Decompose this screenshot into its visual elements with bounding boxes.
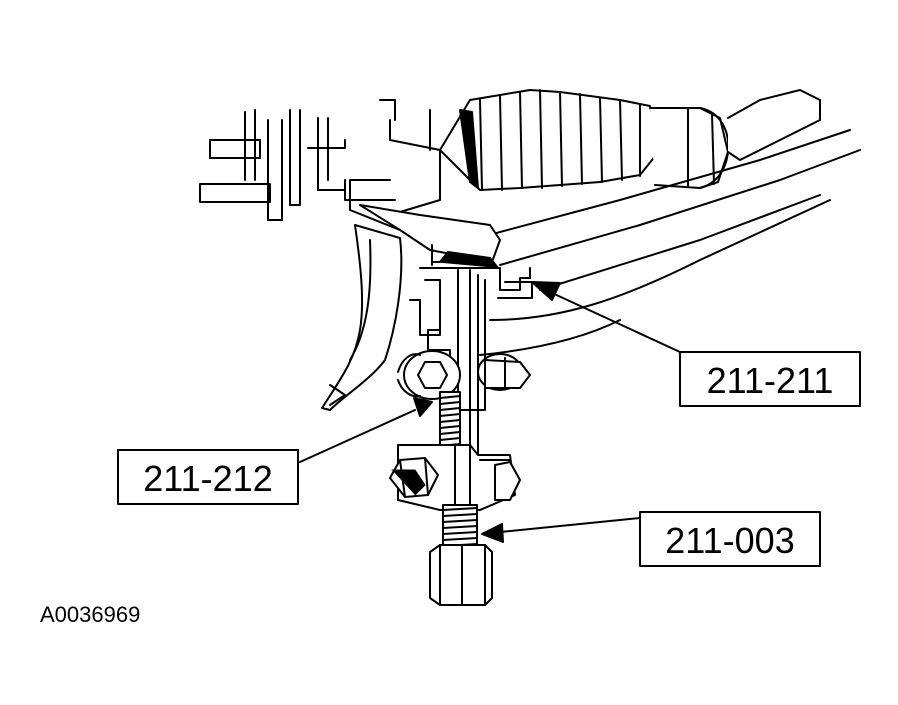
callout-label-211-003: 211-003 <box>665 520 794 561</box>
callout-box-211-003 <box>639 511 821 567</box>
clamp-nut-right <box>494 461 521 501</box>
cv-boot <box>439 89 661 191</box>
callout-box-211-212 <box>117 449 299 505</box>
threaded-rod-upper <box>439 391 461 453</box>
leader-line-211-211 <box>531 281 681 353</box>
hex-bolt-left <box>397 350 461 400</box>
hex-bolt-right <box>477 353 531 391</box>
leader-line-211-003 <box>481 517 641 543</box>
steering-knuckle <box>321 204 501 411</box>
callout-box-211-211 <box>679 351 861 407</box>
mounting-bracket <box>199 99 441 231</box>
callout-label-211-211: 211-211 <box>707 360 834 401</box>
forcing-screw <box>442 504 478 551</box>
clamp-nut-left <box>389 457 439 498</box>
screw-hex-nut <box>429 544 493 606</box>
control-arm <box>469 129 861 356</box>
figure-id: A0036969 <box>40 602 140 627</box>
leader-line-211-212 <box>299 397 433 463</box>
callout-label-211-212: 211-212 <box>143 458 272 499</box>
axle-shaft <box>649 89 821 189</box>
